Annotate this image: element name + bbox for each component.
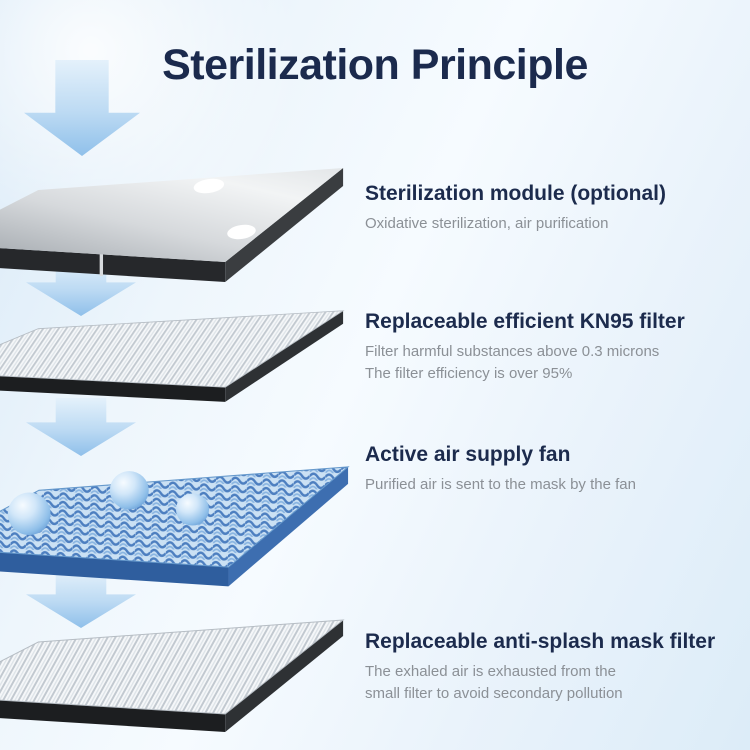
- mask-filter-graphic: [0, 592, 345, 742]
- module-top-face: [0, 168, 344, 262]
- water-droplet: [7, 492, 51, 536]
- filter-right-edge: [225, 310, 344, 402]
- fan-front-edge: [0, 552, 229, 587]
- section-description-line: The filter efficiency is over 95%: [365, 364, 573, 382]
- water-droplet: [109, 471, 149, 510]
- section-mask-filter: Replaceable anti-splash mask filter The …: [365, 630, 750, 705]
- section-kn95-filter: Replaceable efficient KN95 filter Filter…: [365, 310, 750, 385]
- filter-front-edge: [0, 700, 226, 732]
- section-sterilization-module: Sterilization module (optional) Oxidativ…: [365, 182, 750, 235]
- section-heading: Active air supply fan: [365, 443, 571, 466]
- section-air-supply-fan: Active air supply fan Purified air is se…: [365, 443, 750, 496]
- filter-pleated-face: [0, 619, 345, 715]
- filter-front-edge: [0, 375, 226, 402]
- module-front-edge: [0, 248, 226, 282]
- water-droplet: [175, 493, 210, 526]
- kn95-filter-graphic: [0, 288, 345, 410]
- fan-right-edge: [228, 466, 349, 587]
- section-heading: Sterilization module (optional): [365, 182, 666, 205]
- section-description-line: small filter to avoid secondary pollutio…: [365, 684, 623, 702]
- section-description-line: Oxidative sterilization, air purificatio…: [365, 215, 609, 232]
- sterilization-module-graphic: [0, 140, 345, 290]
- module-vent-hole: [193, 178, 225, 194]
- section-heading: Replaceable efficient KN95 filter: [365, 310, 685, 333]
- fan-mesh-face: [0, 466, 350, 568]
- page-title: Sterilization Principle: [162, 40, 588, 89]
- module-vent-hole: [227, 224, 256, 240]
- section-description-line: Purified air is sent to the mask by the …: [365, 476, 636, 493]
- section-description-line: Filter harmful substances above 0.3 micr…: [365, 343, 660, 360]
- filter-pleated-face: [0, 310, 345, 388]
- module-right-edge: [225, 168, 344, 282]
- section-heading: Replaceable anti-splash mask filter: [365, 630, 716, 653]
- filter-right-edge: [225, 620, 344, 732]
- module-edge-seam: [99, 252, 104, 276]
- section-description-line: The exhaled air is exhausted from the: [365, 663, 616, 680]
- air-fan-graphic: [0, 437, 350, 597]
